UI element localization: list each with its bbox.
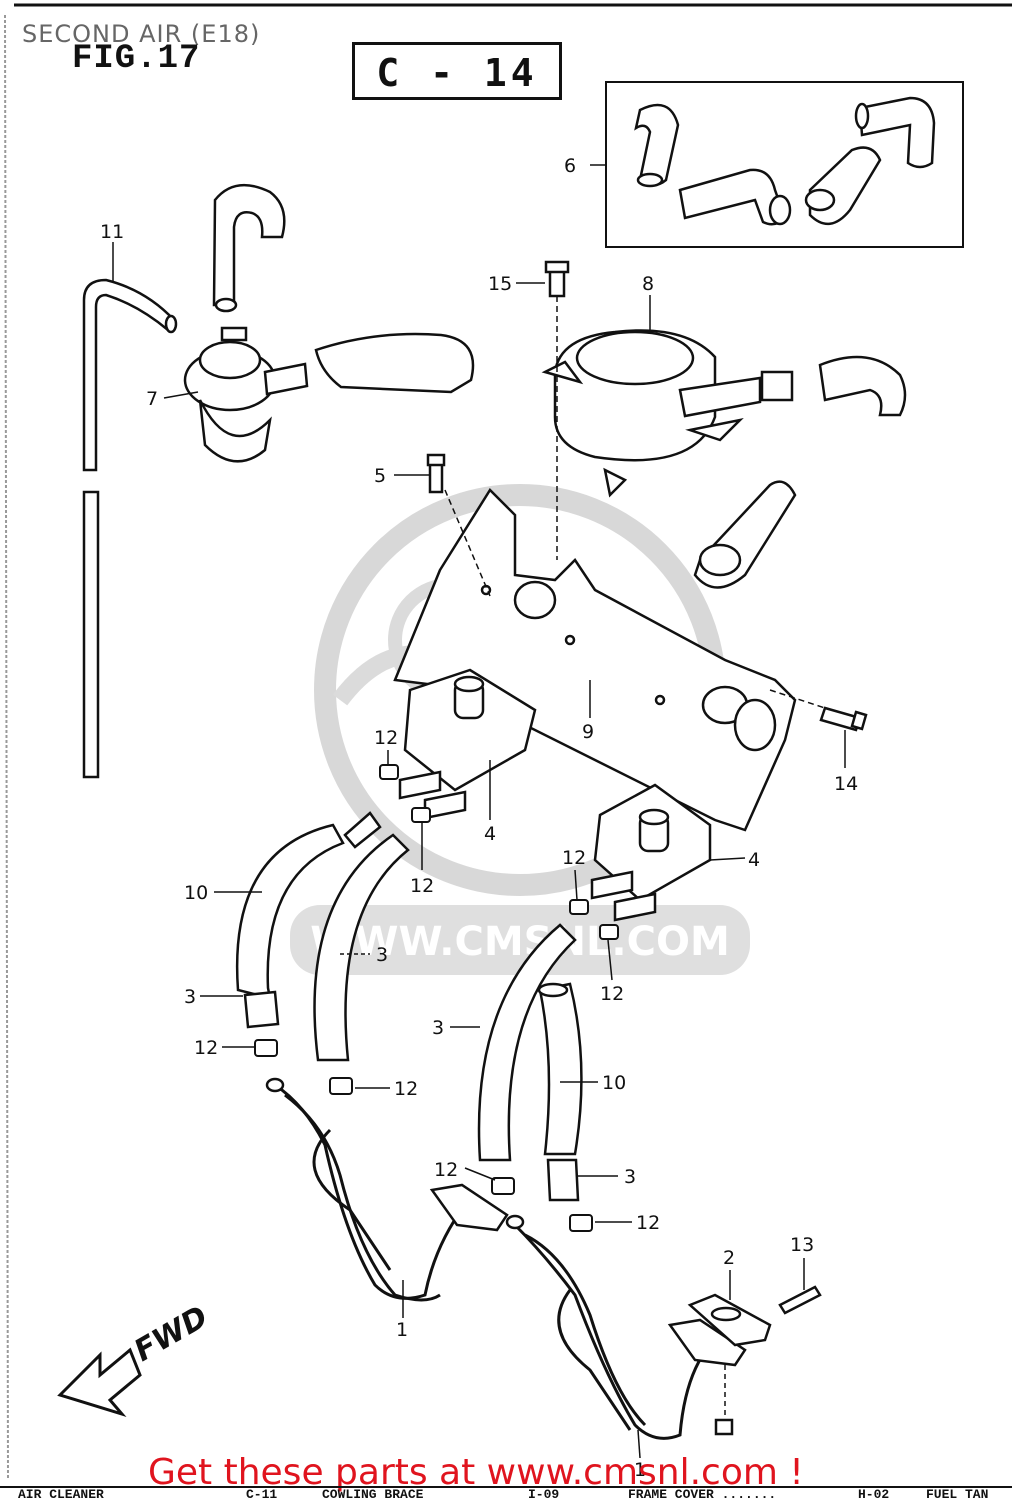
callout-4b: 4 — [748, 849, 760, 871]
clamps-12 — [254, 764, 619, 1232]
reed-valve-4b — [590, 783, 712, 922]
chamber-8 — [541, 329, 907, 498]
leader-lines — [112, 164, 846, 1459]
callout-8: 8 — [642, 273, 654, 295]
chapter-code: C - 14 — [376, 51, 538, 95]
footer-crossref: AIR CLEANER C-11 COWLING BRACE I-09 FRAM… — [0, 1486, 1012, 1502]
callout-3c: 3 — [432, 1017, 444, 1039]
callout-12c: 12 — [562, 847, 586, 869]
footer-item: AIR CLEANER — [18, 1487, 104, 1502]
callout-14: 14 — [834, 773, 858, 795]
callout-2: 2 — [723, 1247, 735, 1269]
hose-set-6 — [634, 96, 936, 226]
pipes-1 — [274, 1083, 712, 1440]
fwd-arrow: FWD — [57, 1299, 214, 1417]
hose-11 — [82, 278, 178, 779]
callout-15: 15 — [488, 273, 512, 295]
watermark-text: WWW.CMSNL.COM — [310, 919, 730, 965]
callout-12e: 12 — [194, 1037, 218, 1059]
callout-12f: 12 — [394, 1078, 418, 1100]
callout-12b: 12 — [410, 875, 434, 897]
footer-item: I-09 — [528, 1487, 560, 1502]
left-border — [4, 14, 9, 1481]
callout-1a: 1 — [396, 1319, 408, 1341]
pipe-flanges — [265, 1077, 747, 1367]
callout-5: 5 — [374, 465, 386, 487]
footer-item: FRAME COVER ....... — [628, 1487, 777, 1502]
fasteners — [426, 260, 868, 1436]
footer-item: C-11 — [246, 1487, 278, 1502]
callout-3d: 3 — [624, 1166, 636, 1188]
footer-item: H-02 — [858, 1487, 890, 1502]
chapter-box: C - 14 — [352, 42, 562, 100]
page-title: SECOND AIR (E18) — [22, 20, 261, 48]
callout-12d: 12 — [600, 983, 624, 1005]
callout-10b: 10 — [602, 1072, 626, 1094]
reed-valve-4a — [398, 668, 537, 820]
hose-top — [212, 183, 475, 394]
callout-3b: 3 — [376, 944, 388, 966]
callout-11: 11 — [100, 221, 124, 243]
footer-item: FUEL TAN — [926, 1487, 989, 1502]
callout-12a: 12 — [374, 727, 398, 749]
callout-4a: 4 — [484, 823, 496, 845]
hoses-left — [235, 811, 410, 1062]
callout-1b: 1 — [634, 1459, 646, 1481]
callouts: 11 7 6 15 8 5 9 14 4 4 12 12 12 12 10 3 … — [100, 155, 858, 1481]
callout-12g: 12 — [434, 1159, 458, 1181]
callout-9: 9 — [582, 721, 594, 743]
hoses-right — [477, 923, 583, 1202]
callout-10a: 10 — [184, 882, 208, 904]
callout-13: 13 — [790, 1234, 814, 1256]
fwd-label: FWD — [129, 1299, 214, 1369]
reed-valve-7 — [183, 326, 309, 463]
figure-label: FIG.17 — [72, 40, 201, 78]
gasket-2 — [687, 1293, 772, 1347]
callout-6: 6 — [564, 155, 576, 177]
callout-3a: 3 — [184, 986, 196, 1008]
callout-7: 7 — [146, 388, 158, 410]
callout-12h: 12 — [636, 1212, 660, 1234]
hose-behind-bracket — [693, 480, 797, 589]
footer-item: COWLING BRACE — [322, 1487, 424, 1502]
